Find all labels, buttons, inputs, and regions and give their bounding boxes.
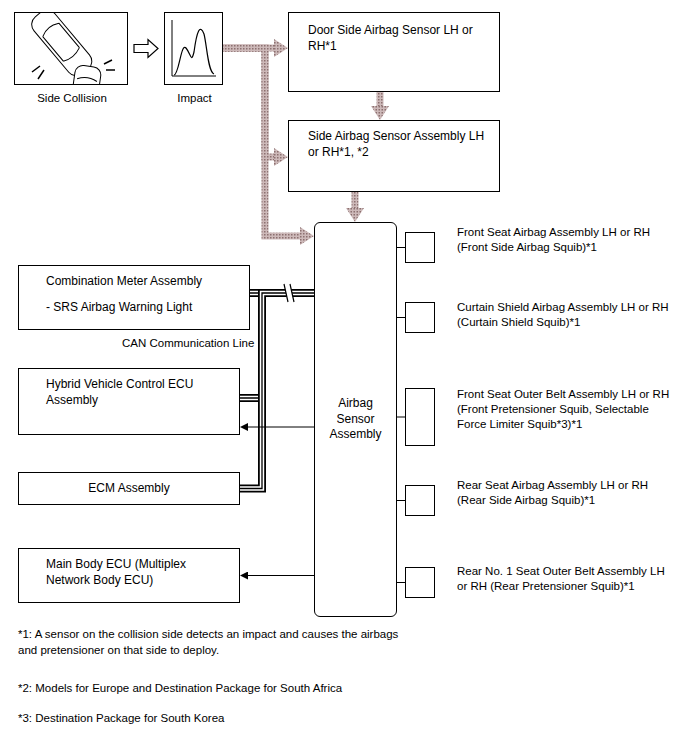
illustration-box: Side Collision xyxy=(14,12,128,85)
component-box: Main Body ECU (Multiplex Network Body EC… xyxy=(18,548,240,603)
component-box: ECM Assembly xyxy=(18,472,240,505)
squib-wire xyxy=(397,317,405,318)
squib-label: Rear No. 1 Seat Outer Belt Assembly LH o… xyxy=(457,564,672,594)
can-bus-line xyxy=(240,293,314,489)
component-name: Airbag Sensor Assembly xyxy=(319,396,392,443)
impact-signal-arrow xyxy=(352,192,359,210)
squib-label: Rear Seat Airbag Assembly LH or RH (Rear… xyxy=(457,478,672,508)
squib-box: Front Seat Airbag Assembly LH or RH (Fro… xyxy=(405,232,435,263)
component-name: ECM Assembly xyxy=(88,481,169,497)
footnote: *2: Models for Europe and Destination Pa… xyxy=(18,681,418,697)
bus-label: CAN Communication Line xyxy=(120,336,256,352)
component-box: Side Airbag Sensor Assembly LH or RH*1, … xyxy=(288,120,500,192)
squib-wire xyxy=(397,582,405,583)
footnote: *3: Destination Package for South Korea xyxy=(18,711,418,727)
squib-box: Rear No. 1 Seat Outer Belt Assembly LH o… xyxy=(405,567,435,598)
component-name: Impact xyxy=(135,91,254,106)
component-name: Side Collision xyxy=(0,91,159,106)
squib-wire xyxy=(397,247,405,248)
component-box: Door Side Airbag Sensor LH or RH*1 xyxy=(288,12,500,92)
squib-box: Rear Seat Airbag Assembly LH or RH (Rear… xyxy=(405,485,435,516)
component-name: Combination Meter Assembly xyxy=(46,274,241,290)
flow-arrow xyxy=(134,40,158,58)
footnote: *1: A sensor on the collision side detec… xyxy=(18,627,418,658)
component-box: Combination Meter Assembly - SRS Airbag W… xyxy=(18,265,250,330)
illustration-box: Impact xyxy=(164,12,223,85)
signal-arrow xyxy=(247,575,314,576)
squib-label: Front Seat Outer Belt Assembly LH or RH … xyxy=(457,387,672,432)
impact-graph xyxy=(172,20,216,76)
squib-label: Front Seat Airbag Assembly LH or RH (Fro… xyxy=(457,225,672,255)
collision-illustration xyxy=(28,13,115,84)
squib-wire xyxy=(397,500,405,501)
component-name: - SRS Airbag Warning Light xyxy=(46,300,241,316)
squib-wire xyxy=(397,417,405,418)
impact-signal-arrow xyxy=(377,92,384,108)
component-name: Side Airbag Sensor Assembly LH or RH*1, … xyxy=(308,129,488,160)
squib-box: Curtain Shield Airbag Assembly LH or RH … xyxy=(405,302,435,333)
squib-label: Curtain Shield Airbag Assembly LH or RH … xyxy=(457,300,672,330)
can-bus-core xyxy=(240,293,314,489)
component-name: Hybrid Vehicle Control ECU Assembly xyxy=(46,377,226,408)
component-box: Airbag Sensor Assembly xyxy=(314,222,397,617)
line-break-mark xyxy=(284,284,294,302)
signal-arrow xyxy=(247,427,314,428)
component-name: Main Body ECU (Multiplex Network Body EC… xyxy=(46,557,226,588)
can-bus-gap xyxy=(240,293,314,489)
component-box: Hybrid Vehicle Control ECU Assembly xyxy=(18,368,240,435)
component-name: Door Side Airbag Sensor LH or RH*1 xyxy=(308,23,488,54)
squib-box: Front Seat Outer Belt Assembly LH or RH … xyxy=(405,388,435,446)
